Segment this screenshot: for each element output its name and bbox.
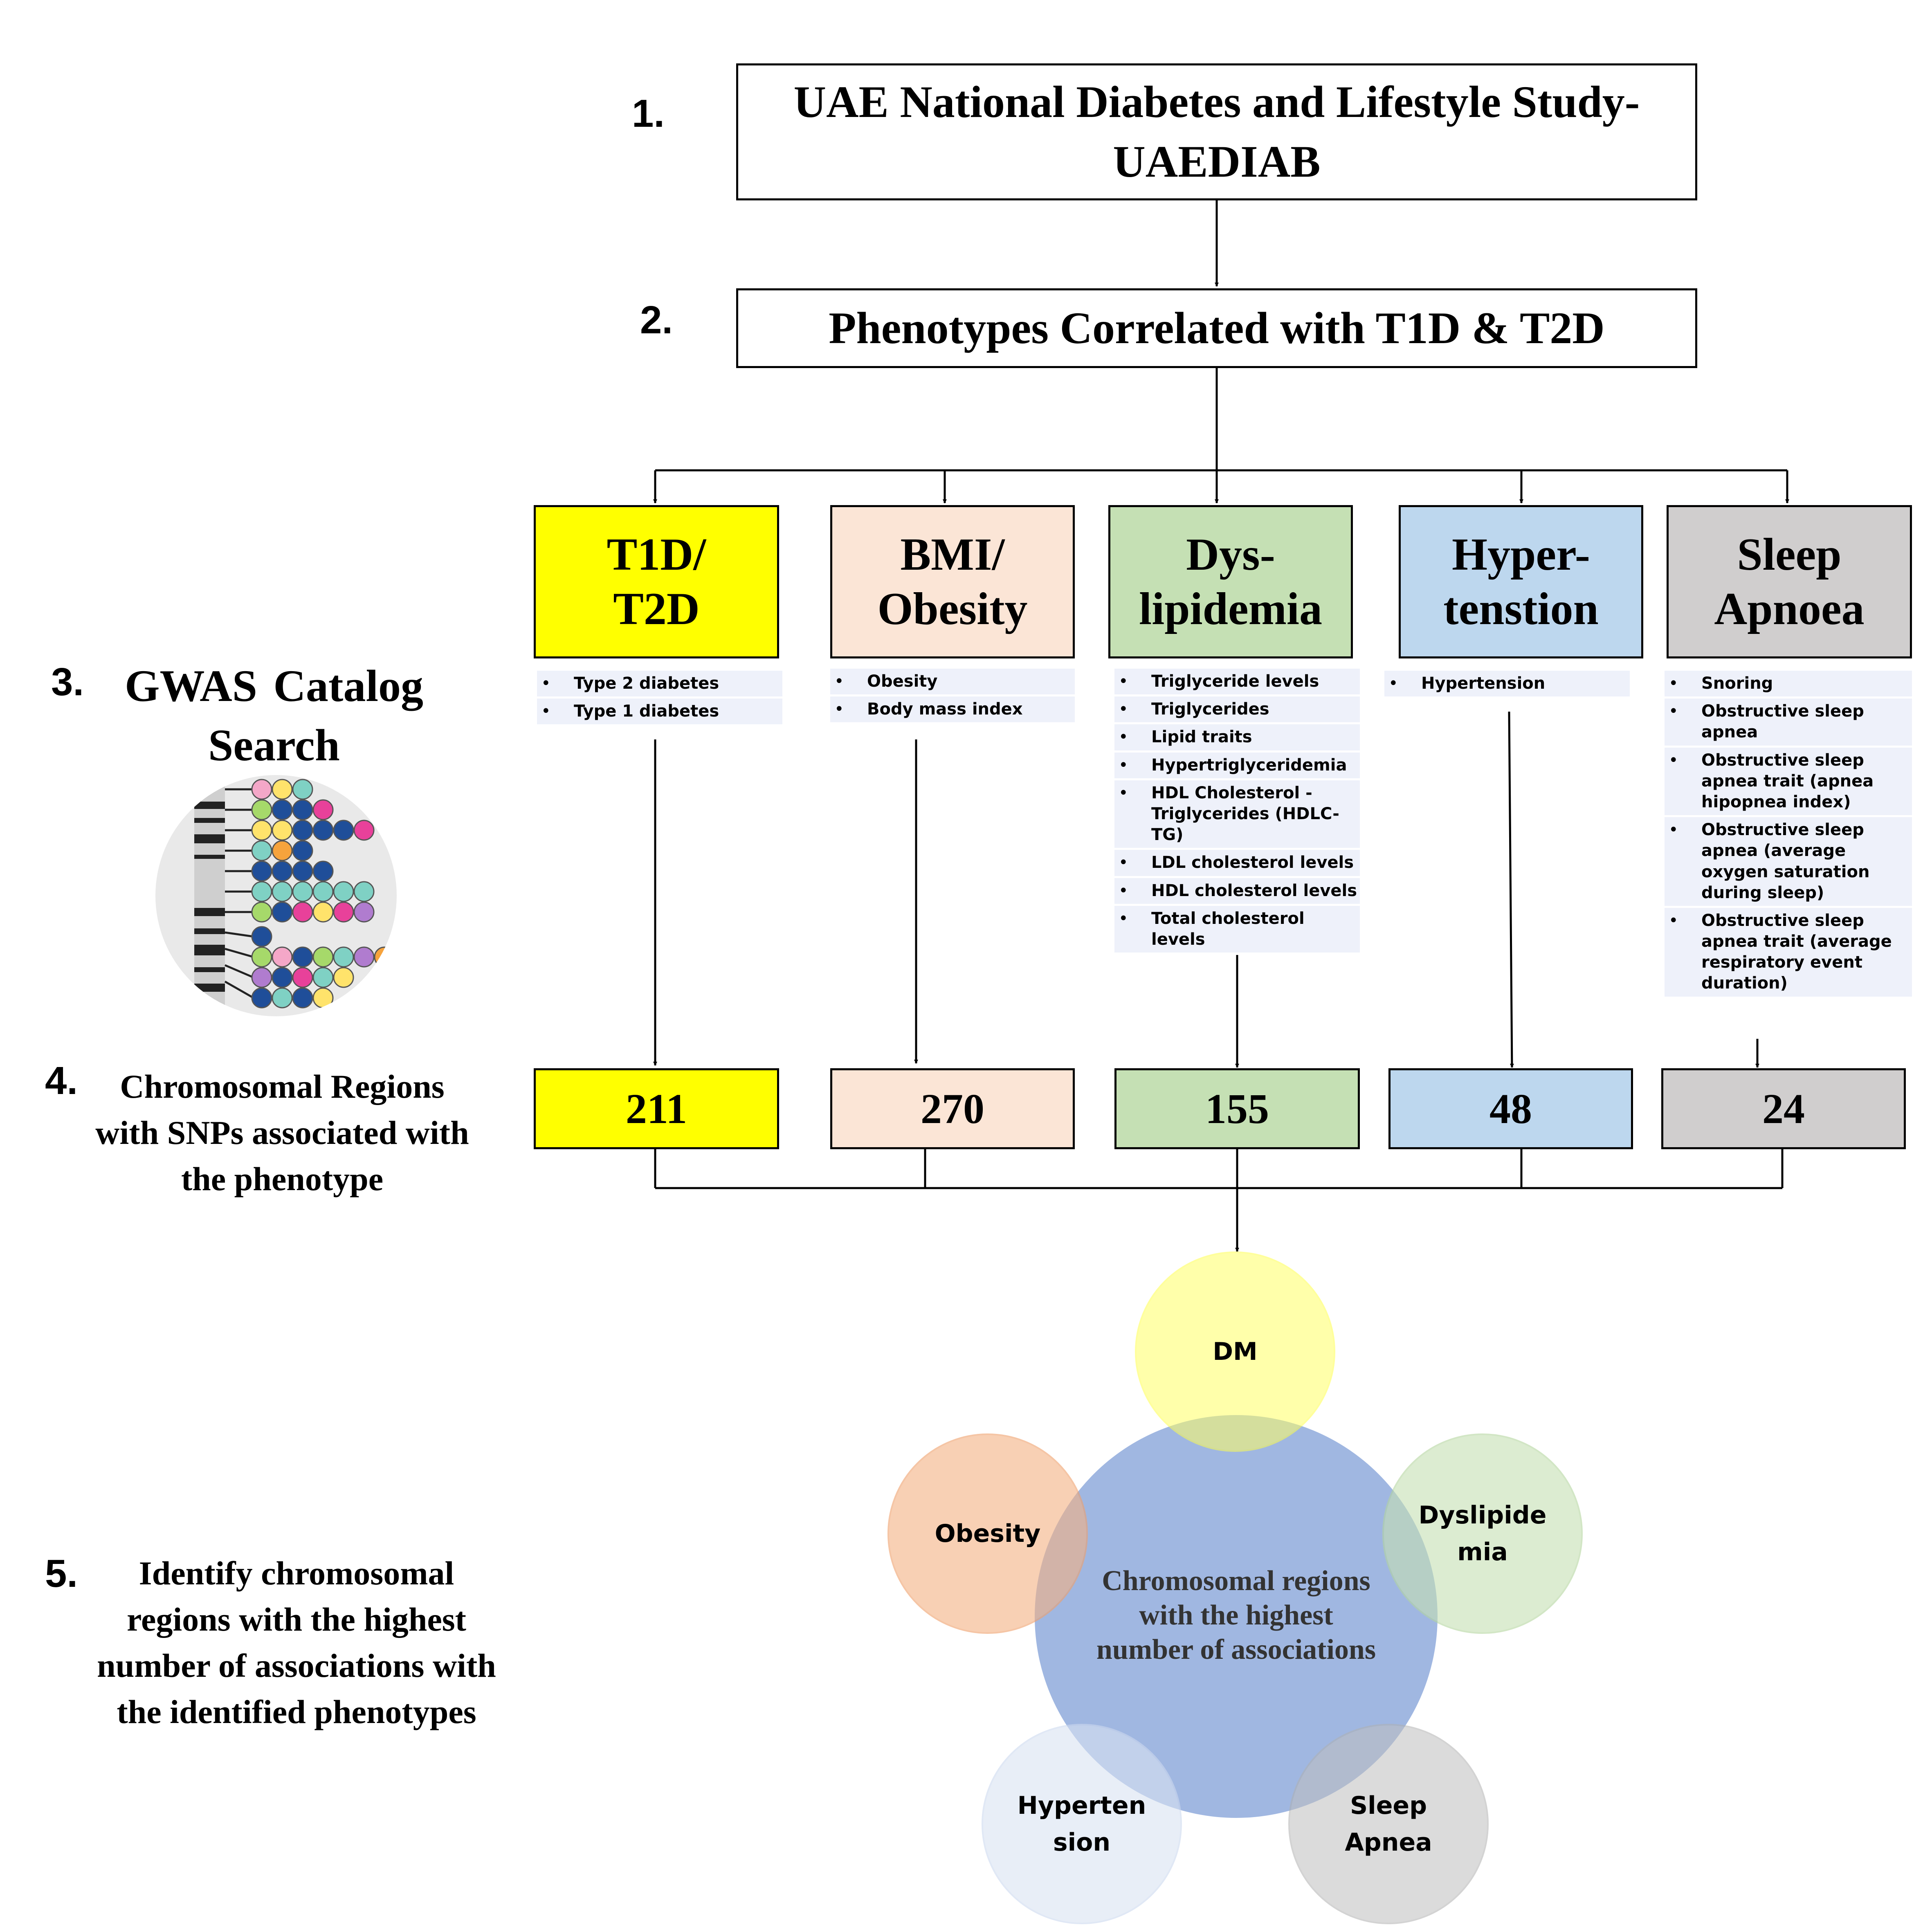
phenotype-list-sleep-apnoea: Snoring Obstructive sleep apnea Obstruct…: [1665, 671, 1912, 999]
venn-circle-dyslipidemia: [1382, 1433, 1583, 1634]
phenotypes-title-box: Phenotypes Correlated with T1D & T2D: [736, 288, 1697, 368]
category-box-dyslipidemia: Dys- lipidemia: [1108, 505, 1353, 658]
category-label-sleep-apnoea: Sleep Apnoea: [1714, 529, 1865, 634]
category-box-sleep-apnoea: Sleep Apnoea: [1667, 505, 1912, 658]
list-item: Obstructive sleep apnea trait (apnea hip…: [1665, 747, 1912, 818]
venn-circle-sleep-apnea: [1288, 1724, 1489, 1924]
venn-label-hypertension: Hyperten sion: [1017, 1791, 1146, 1857]
list-item: Body mass index: [830, 696, 1075, 725]
category-box-bmi-obesity: BMI/ Obesity: [830, 505, 1075, 658]
category-box-hypertension: Hyper- tenstion: [1399, 505, 1643, 658]
phenotype-list-hypertension: Hypertension: [1384, 671, 1630, 699]
venn-circle-hypertension: [982, 1724, 1182, 1924]
list-item: Total cholesterol levels: [1114, 905, 1360, 955]
phenotype-list-bmi-obesity: Obesity Body mass index: [830, 669, 1075, 725]
arrow-list4-to-count: [1508, 711, 1514, 1068]
list-item: Lipid traits: [1114, 724, 1360, 753]
venn-circle-dm: [1135, 1251, 1335, 1452]
count-box-dyslipidemia: 155: [1114, 1068, 1360, 1149]
phenotypes-title: Phenotypes Correlated with T1D & T2D: [829, 303, 1605, 353]
step-4-text: Chromosomal Regions with SNPs associated…: [95, 1068, 469, 1198]
list-item: Triglyceride levels: [1114, 669, 1360, 697]
dna-chromosome-icon: [155, 775, 397, 1016]
list-item: Obesity: [830, 669, 1075, 697]
list-item: HDL Cholesterol - Triglycerides (HDLC-TG…: [1114, 780, 1360, 850]
step-number-1: 1.: [632, 92, 665, 135]
venn-center-label: Chromosomal regions with the highest num…: [1088, 1513, 1384, 1718]
study-title: UAE National Diabetes and Lifestyle Stud…: [793, 77, 1640, 186]
venn-circle-obesity: [887, 1433, 1088, 1634]
venn-center-text: Chromosomal regions with the highest num…: [1096, 1565, 1376, 1665]
list-item: Type 1 diabetes: [537, 699, 782, 727]
count-box-hypertension: 48: [1388, 1068, 1633, 1149]
count-box-bmi-obesity: 270: [830, 1068, 1075, 1149]
list-item: Obstructive sleep apnea: [1665, 699, 1912, 748]
step-number-3: 3.: [51, 660, 84, 704]
step-5-text: Identify chromosomal regions with the hi…: [97, 1555, 496, 1731]
count-box-t1d-t2d: 211: [534, 1068, 779, 1149]
category-label-t1d-t2d: T1D/ T2D: [607, 529, 706, 634]
list-item: HDL cholesterol levels: [1114, 878, 1360, 906]
category-label-dyslipidemia: Dys- lipidemia: [1139, 529, 1323, 634]
count-box-sleep-apnoea: 24: [1661, 1068, 1906, 1149]
list-item: Hypertension: [1384, 671, 1630, 699]
list-item: LDL cholesterol levels: [1114, 850, 1360, 878]
phenotype-list-dyslipidemia: Triglyceride levels Triglycerides Lipid …: [1114, 669, 1360, 955]
list-item: Obstructive sleep apnea trait (average r…: [1665, 908, 1912, 999]
phenotype-list-t1d-t2d: Type 2 diabetes Type 1 diabetes: [537, 671, 782, 727]
count-value-hypertension: 48: [1489, 1085, 1532, 1132]
study-title-box: UAE National Diabetes and Lifestyle Stud…: [736, 63, 1697, 200]
list-item: Snoring: [1665, 671, 1912, 699]
step-3-text: GWAS Catalog Search: [124, 661, 424, 771]
count-value-bmi-obesity: 270: [921, 1085, 984, 1132]
step-number-2: 2.: [640, 298, 673, 342]
count-value-sleep-apnoea: 24: [1762, 1085, 1805, 1132]
list-item: Type 2 diabetes: [537, 671, 782, 699]
step-number-4: 4.: [45, 1059, 78, 1103]
count-value-dyslipidemia: 155: [1205, 1085, 1269, 1132]
category-label-bmi-obesity: BMI/ Obesity: [877, 529, 1028, 634]
venn-label-obesity: Obesity: [935, 1519, 1041, 1548]
list-item: Obstructive sleep apnea (average oxygen …: [1665, 817, 1912, 908]
venn-label-dm: DM: [1213, 1337, 1258, 1366]
list-item: Hypertriglyceridemia: [1114, 752, 1360, 780]
category-label-hypertension: Hyper- tenstion: [1443, 529, 1599, 634]
step-number-5: 5.: [45, 1552, 78, 1595]
count-value-t1d-t2d: 211: [625, 1085, 687, 1132]
venn-label-dyslipidemia: Dyslipide mia: [1418, 1501, 1547, 1566]
venn-label-sleep-apnea: Sleep Apnea: [1345, 1791, 1432, 1857]
category-box-t1d-t2d: T1D/ T2D: [534, 505, 779, 658]
list-item: Triglycerides: [1114, 696, 1360, 725]
